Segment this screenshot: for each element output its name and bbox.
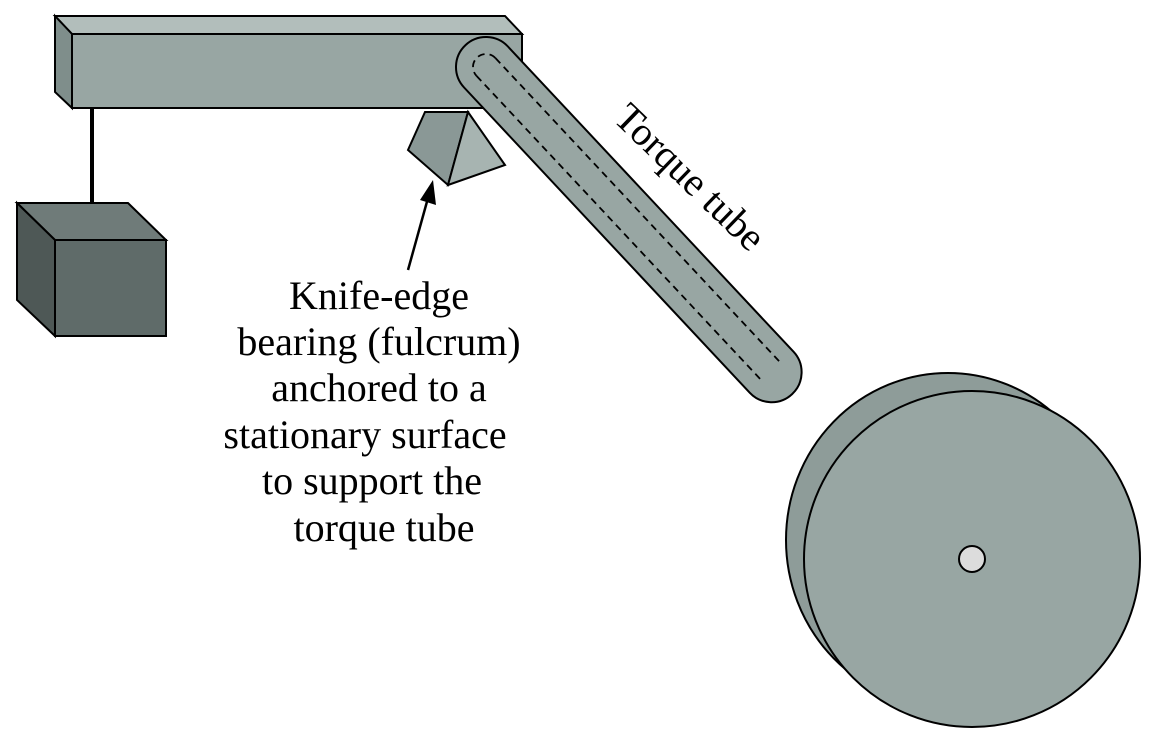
knife-edge-bearing-label: Knife-edge bearing (fulcrum) anchored to… bbox=[223, 273, 530, 550]
wheel-hub bbox=[958, 545, 986, 573]
bearing-pointer-arrow bbox=[406, 180, 436, 271]
label-line: bearing (fulcrum) bbox=[237, 319, 520, 364]
torque-tube bbox=[455, 36, 803, 404]
knife-edge-bearing bbox=[406, 109, 507, 187]
label-line: to support the bbox=[262, 458, 482, 503]
label-line: Knife-edge bbox=[289, 273, 469, 318]
label-line: anchored to a bbox=[271, 365, 487, 410]
label-line: stationary surface bbox=[223, 412, 506, 457]
hanging-weight bbox=[14, 200, 169, 339]
label-line: torque tube bbox=[293, 505, 474, 550]
lever-arm bbox=[52, 13, 525, 111]
wheel bbox=[785, 372, 1141, 728]
